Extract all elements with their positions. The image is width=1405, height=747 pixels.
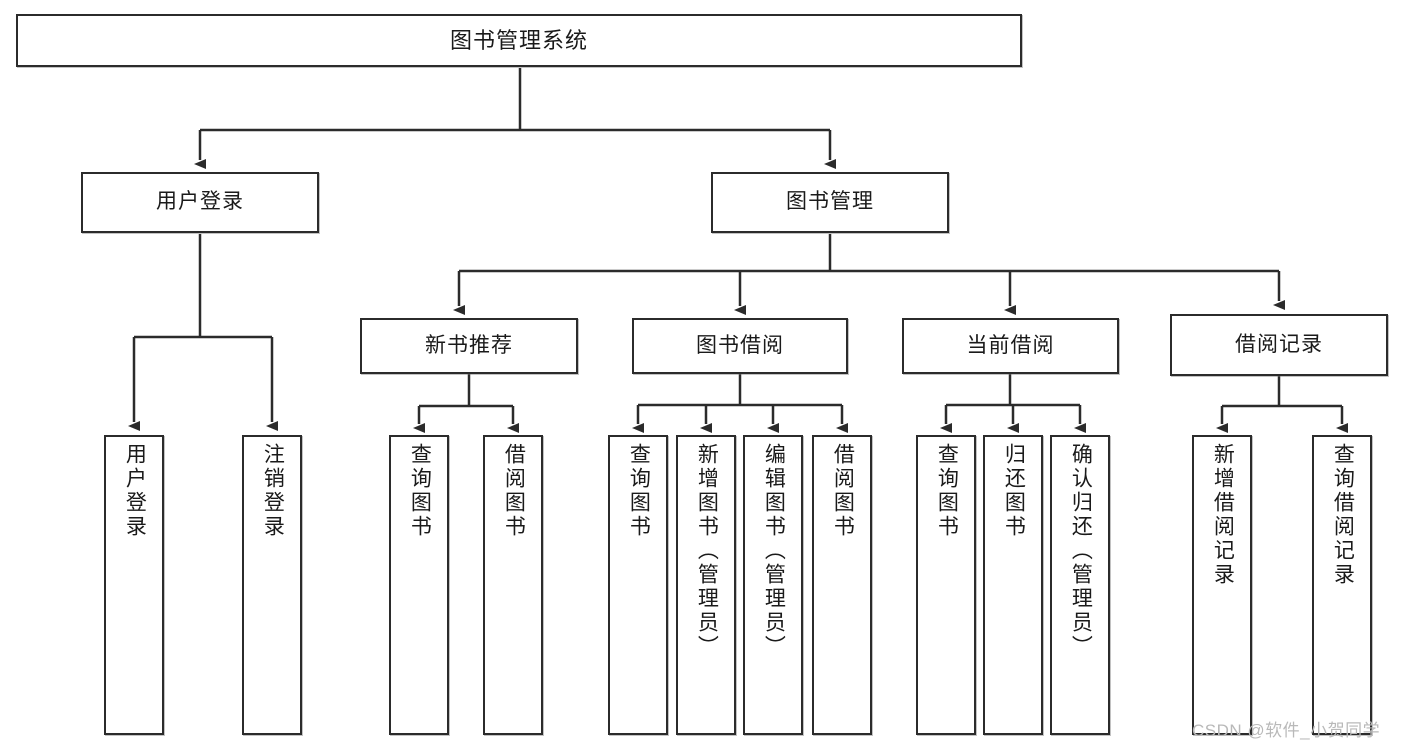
node-leaf-user-login[interactable]: 用户登录	[104, 435, 164, 735]
node-leaf-query-record-label: 查询借阅记录	[1331, 443, 1355, 587]
node-leaf-add-record[interactable]: 新增借阅记录	[1192, 435, 1252, 735]
node-leaf-query-book-2-label: 查询图书	[627, 443, 651, 539]
node-user-login[interactable]: 用户登录	[81, 172, 319, 233]
node-current-borrow[interactable]: 当前借阅	[902, 318, 1119, 374]
node-leaf-confirm-return-label: 确认归还（管理员）	[1069, 443, 1093, 659]
node-new-book-rec-label: 新书推荐	[425, 333, 513, 357]
node-new-book-rec[interactable]: 新书推荐	[360, 318, 578, 374]
node-leaf-query-book-2[interactable]: 查询图书	[608, 435, 668, 735]
node-book-borrow-label: 图书借阅	[696, 333, 784, 357]
node-borrow-record[interactable]: 借阅记录	[1170, 314, 1388, 376]
node-leaf-logout[interactable]: 注销登录	[242, 435, 302, 735]
node-root[interactable]: 图书管理系统	[16, 14, 1022, 67]
node-leaf-borrow-book-2[interactable]: 借阅图书	[812, 435, 872, 735]
node-leaf-query-book-3[interactable]: 查询图书	[916, 435, 976, 735]
node-leaf-add-record-label: 新增借阅记录	[1211, 443, 1235, 587]
node-leaf-add-book-label: 新增图书（管理员）	[695, 443, 719, 659]
node-book-borrow[interactable]: 图书借阅	[632, 318, 848, 374]
node-leaf-confirm-return[interactable]: 确认归还（管理员）	[1050, 435, 1110, 735]
node-user-login-label: 用户登录	[156, 190, 244, 214]
watermark: CSDN @软件_小贺同学	[1192, 721, 1381, 740]
node-leaf-return-book-label: 归还图书	[1002, 443, 1026, 539]
node-root-label: 图书管理系统	[449, 27, 588, 53]
node-book-manage[interactable]: 图书管理	[711, 172, 949, 233]
node-leaf-query-book-1-label: 查询图书	[408, 443, 432, 539]
node-book-manage-label: 图书管理	[786, 190, 874, 214]
node-borrow-record-label: 借阅记录	[1235, 332, 1323, 356]
node-leaf-return-book[interactable]: 归还图书	[983, 435, 1043, 735]
node-leaf-borrow-book-2-label: 借阅图书	[831, 443, 855, 539]
node-leaf-borrow-book-1-label: 借阅图书	[502, 443, 526, 539]
node-leaf-query-book-1[interactable]: 查询图书	[389, 435, 449, 735]
node-leaf-edit-book-label: 编辑图书（管理员）	[762, 443, 786, 659]
node-leaf-add-book[interactable]: 新增图书（管理员）	[676, 435, 736, 735]
node-current-borrow-label: 当前借阅	[966, 333, 1055, 357]
node-leaf-logout-label: 注销登录	[261, 443, 285, 539]
node-leaf-edit-book[interactable]: 编辑图书（管理员）	[743, 435, 803, 735]
node-leaf-query-book-3-label: 查询图书	[935, 443, 959, 539]
node-leaf-borrow-book-1[interactable]: 借阅图书	[483, 435, 543, 735]
node-leaf-query-record[interactable]: 查询借阅记录	[1312, 435, 1372, 735]
node-leaf-user-login-label: 用户登录	[123, 443, 147, 539]
